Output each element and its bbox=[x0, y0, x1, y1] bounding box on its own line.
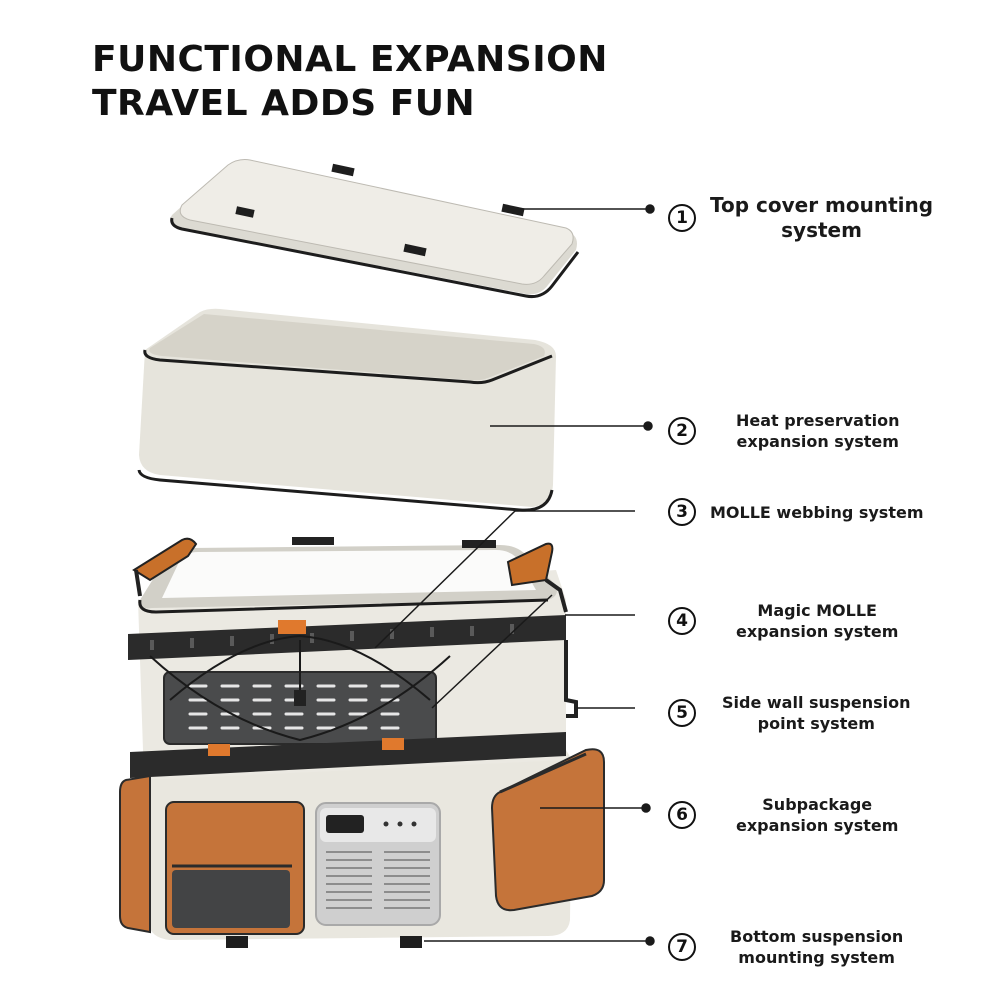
callout-number: 1 bbox=[668, 204, 696, 232]
headline-line-2: TRAVEL ADDS FUN bbox=[92, 83, 476, 124]
callout-label: Side wall suspension point system bbox=[722, 692, 911, 734]
callout-line: mounting system bbox=[738, 948, 895, 967]
callout-line: Bottom suspension bbox=[730, 927, 904, 946]
callout-top-cover: 1 Top cover mounting system bbox=[668, 193, 933, 243]
callout-line: expansion system bbox=[736, 816, 899, 835]
callout-line: Magic MOLLE bbox=[757, 601, 877, 620]
callout-bottom-suspension: 7 Bottom suspension mounting system bbox=[668, 926, 903, 968]
callout-number: 7 bbox=[668, 933, 696, 961]
callout-line: system bbox=[781, 218, 862, 242]
callout-label: MOLLE webbing system bbox=[710, 502, 924, 523]
callout-side-wall: 5 Side wall suspension point system bbox=[668, 692, 911, 734]
callout-line: Heat preservation bbox=[736, 411, 900, 430]
callout-line: expansion system bbox=[736, 622, 899, 641]
callout-number: 6 bbox=[668, 801, 696, 829]
callout-line: expansion system bbox=[736, 432, 899, 451]
callout-number: 4 bbox=[668, 607, 696, 635]
leader-lines bbox=[374, 204, 655, 946]
callout-label: Top cover mounting system bbox=[710, 193, 933, 243]
callout-subpackage: 6 Subpackage expansion system bbox=[668, 794, 898, 836]
callout-label: Bottom suspension mounting system bbox=[730, 926, 903, 968]
callout-number: 3 bbox=[668, 498, 696, 526]
callout-label: Subpackage expansion system bbox=[736, 794, 898, 836]
callout-line: Top cover mounting bbox=[710, 193, 934, 217]
headline-line-1: FUNCTIONAL EXPANSION bbox=[92, 39, 608, 80]
callout-heat-preservation: 2 Heat preservation expansion system bbox=[668, 410, 899, 452]
callout-molle-webbing: 3 MOLLE webbing system bbox=[668, 498, 924, 526]
headline: FUNCTIONAL EXPANSION TRAVEL ADDS FUN bbox=[92, 38, 608, 126]
callout-label: Heat preservation expansion system bbox=[736, 410, 899, 452]
callout-line: point system bbox=[757, 714, 875, 733]
callout-magic-molle: 4 Magic MOLLE expansion system bbox=[668, 600, 898, 642]
callout-label: Magic MOLLE expansion system bbox=[736, 600, 898, 642]
callout-line: MOLLE webbing system bbox=[710, 502, 924, 522]
cooler-body bbox=[119, 537, 605, 948]
callout-number: 2 bbox=[668, 417, 696, 445]
callout-number: 5 bbox=[668, 699, 696, 727]
top-cover bbox=[170, 159, 580, 298]
callout-line: Side wall suspension bbox=[722, 693, 911, 712]
callout-line: Subpackage bbox=[762, 795, 873, 814]
insulation-liner bbox=[137, 308, 556, 512]
